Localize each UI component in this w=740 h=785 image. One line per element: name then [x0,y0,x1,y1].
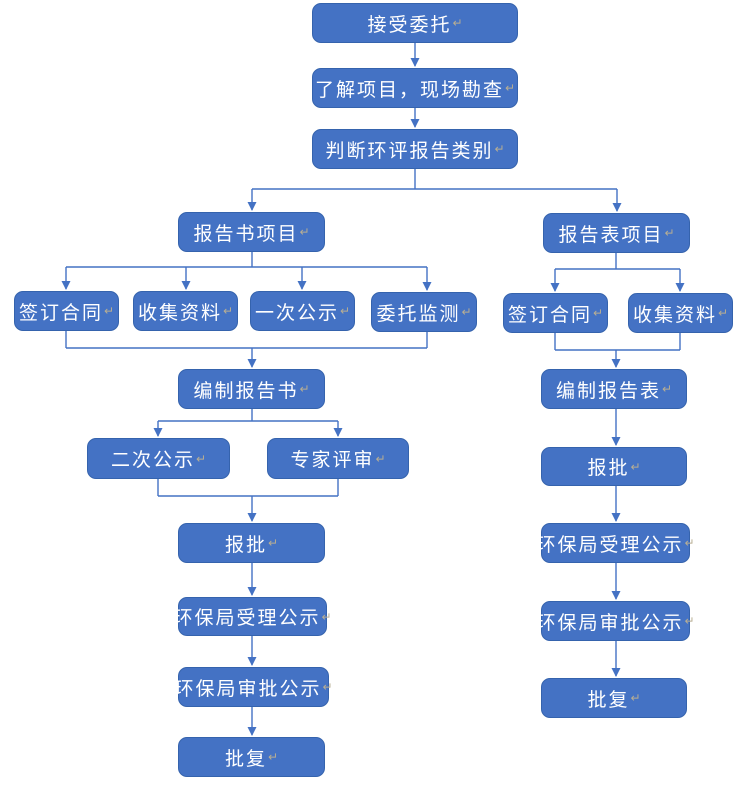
node-label: 环保局受理公示 [536,533,684,556]
paragraph-mark-icon: ↵ [664,226,675,240]
node-label: 批复 [587,688,630,711]
paragraph-mark-icon: ↵ [322,680,333,694]
paragraph-mark-icon: ↵ [452,16,463,30]
node-official-reply-right: 批复↵ [541,678,687,718]
node-submit-approval-right: 报批↵ [541,447,687,486]
node-label: 接受委托 [367,13,452,36]
node-epb-acceptance-publicity-right: 环保局受理公示↵ [536,523,695,563]
node-label: 一次公示 [254,301,339,324]
paragraph-mark-icon: ↵ [630,691,641,705]
paragraph-mark-icon: ↵ [494,142,505,156]
node-label: 报告书项目 [193,222,299,245]
node-label: 批复 [224,747,267,770]
paragraph-mark-icon: ↵ [299,382,310,396]
paragraph-mark-icon: ↵ [592,306,604,320]
node-label: 签订合同 [507,303,592,326]
node-report-book-project: 报告书项目↵ [178,212,325,252]
node-second-publicity: 二次公示↵ [87,438,230,479]
node-expert-review: 专家评审↵ [267,438,409,479]
paragraph-mark-icon: ↵ [461,305,472,319]
paragraph-mark-icon: ↵ [661,382,673,396]
paragraph-mark-icon: ↵ [103,304,115,318]
node-label: 编制报告书 [193,379,299,402]
node-label: 专家评审 [290,449,375,471]
node-epb-acceptance-publicity-left: 环保局受理公示↵ [173,597,332,636]
node-label: 环保局受理公示 [173,607,321,629]
node-label: 报批 [587,457,630,479]
node-first-publicity: 一次公示↵ [250,291,355,331]
node-label: 收集资料 [632,303,717,326]
node-label: 签订合同 [18,301,103,324]
node-label: 委托监测 [376,302,461,325]
node-accept-commission: 接受委托↵ [312,3,518,43]
node-label: 环保局审批公示 [536,611,684,634]
paragraph-mark-icon: ↵ [339,304,351,318]
paragraph-mark-icon: ↵ [321,609,332,624]
node-label: 了解项目，现场勘查 [314,78,504,101]
paragraph-mark-icon: ↵ [684,614,695,628]
node-entrust-monitoring: 委托监测↵ [371,292,477,332]
node-label: 环保局审批公示 [174,677,322,700]
node-collect-materials-left: 收集资料↵ [133,291,238,331]
paragraph-mark-icon: ↵ [267,750,279,764]
node-official-reply-left: 批复↵ [178,737,325,777]
node-sign-contract-left: 签订合同↵ [14,291,119,331]
node-epb-approval-publicity-right: 环保局审批公示↵ [536,601,695,641]
node-label: 收集资料 [137,301,222,324]
node-collect-materials-right: 收集资料↵ [628,293,733,333]
paragraph-mark-icon: ↵ [504,81,516,95]
node-label: 二次公示 [110,449,195,471]
paragraph-mark-icon: ↵ [267,536,279,550]
node-label: 编制报告表 [555,379,661,402]
node-label: 报批 [224,533,267,556]
node-report-form-project: 报告表项目↵ [543,213,690,253]
node-epb-approval-publicity-left: 环保局审批公示↵ [174,667,333,707]
node-label: 判断环评报告类别 [325,139,494,162]
paragraph-mark-icon: ↵ [299,225,310,239]
paragraph-mark-icon: ↵ [717,306,729,320]
node-submit-approval-left: 报批↵ [178,523,325,563]
node-label: 报告表项目 [558,223,664,246]
node-sign-contract-right: 签订合同↵ [503,293,608,333]
paragraph-mark-icon: ↵ [630,459,641,474]
node-compile-report-form: 编制报告表↵ [541,369,687,409]
paragraph-mark-icon: ↵ [684,536,695,550]
node-understand-project-site-survey: 了解项目，现场勘查↵ [312,68,518,108]
paragraph-mark-icon: ↵ [195,451,207,466]
node-judge-report-category: 判断环评报告类别↵ [312,129,518,169]
paragraph-mark-icon: ↵ [375,451,386,466]
node-compile-report-book: 编制报告书↵ [178,369,325,409]
paragraph-mark-icon: ↵ [222,304,234,318]
